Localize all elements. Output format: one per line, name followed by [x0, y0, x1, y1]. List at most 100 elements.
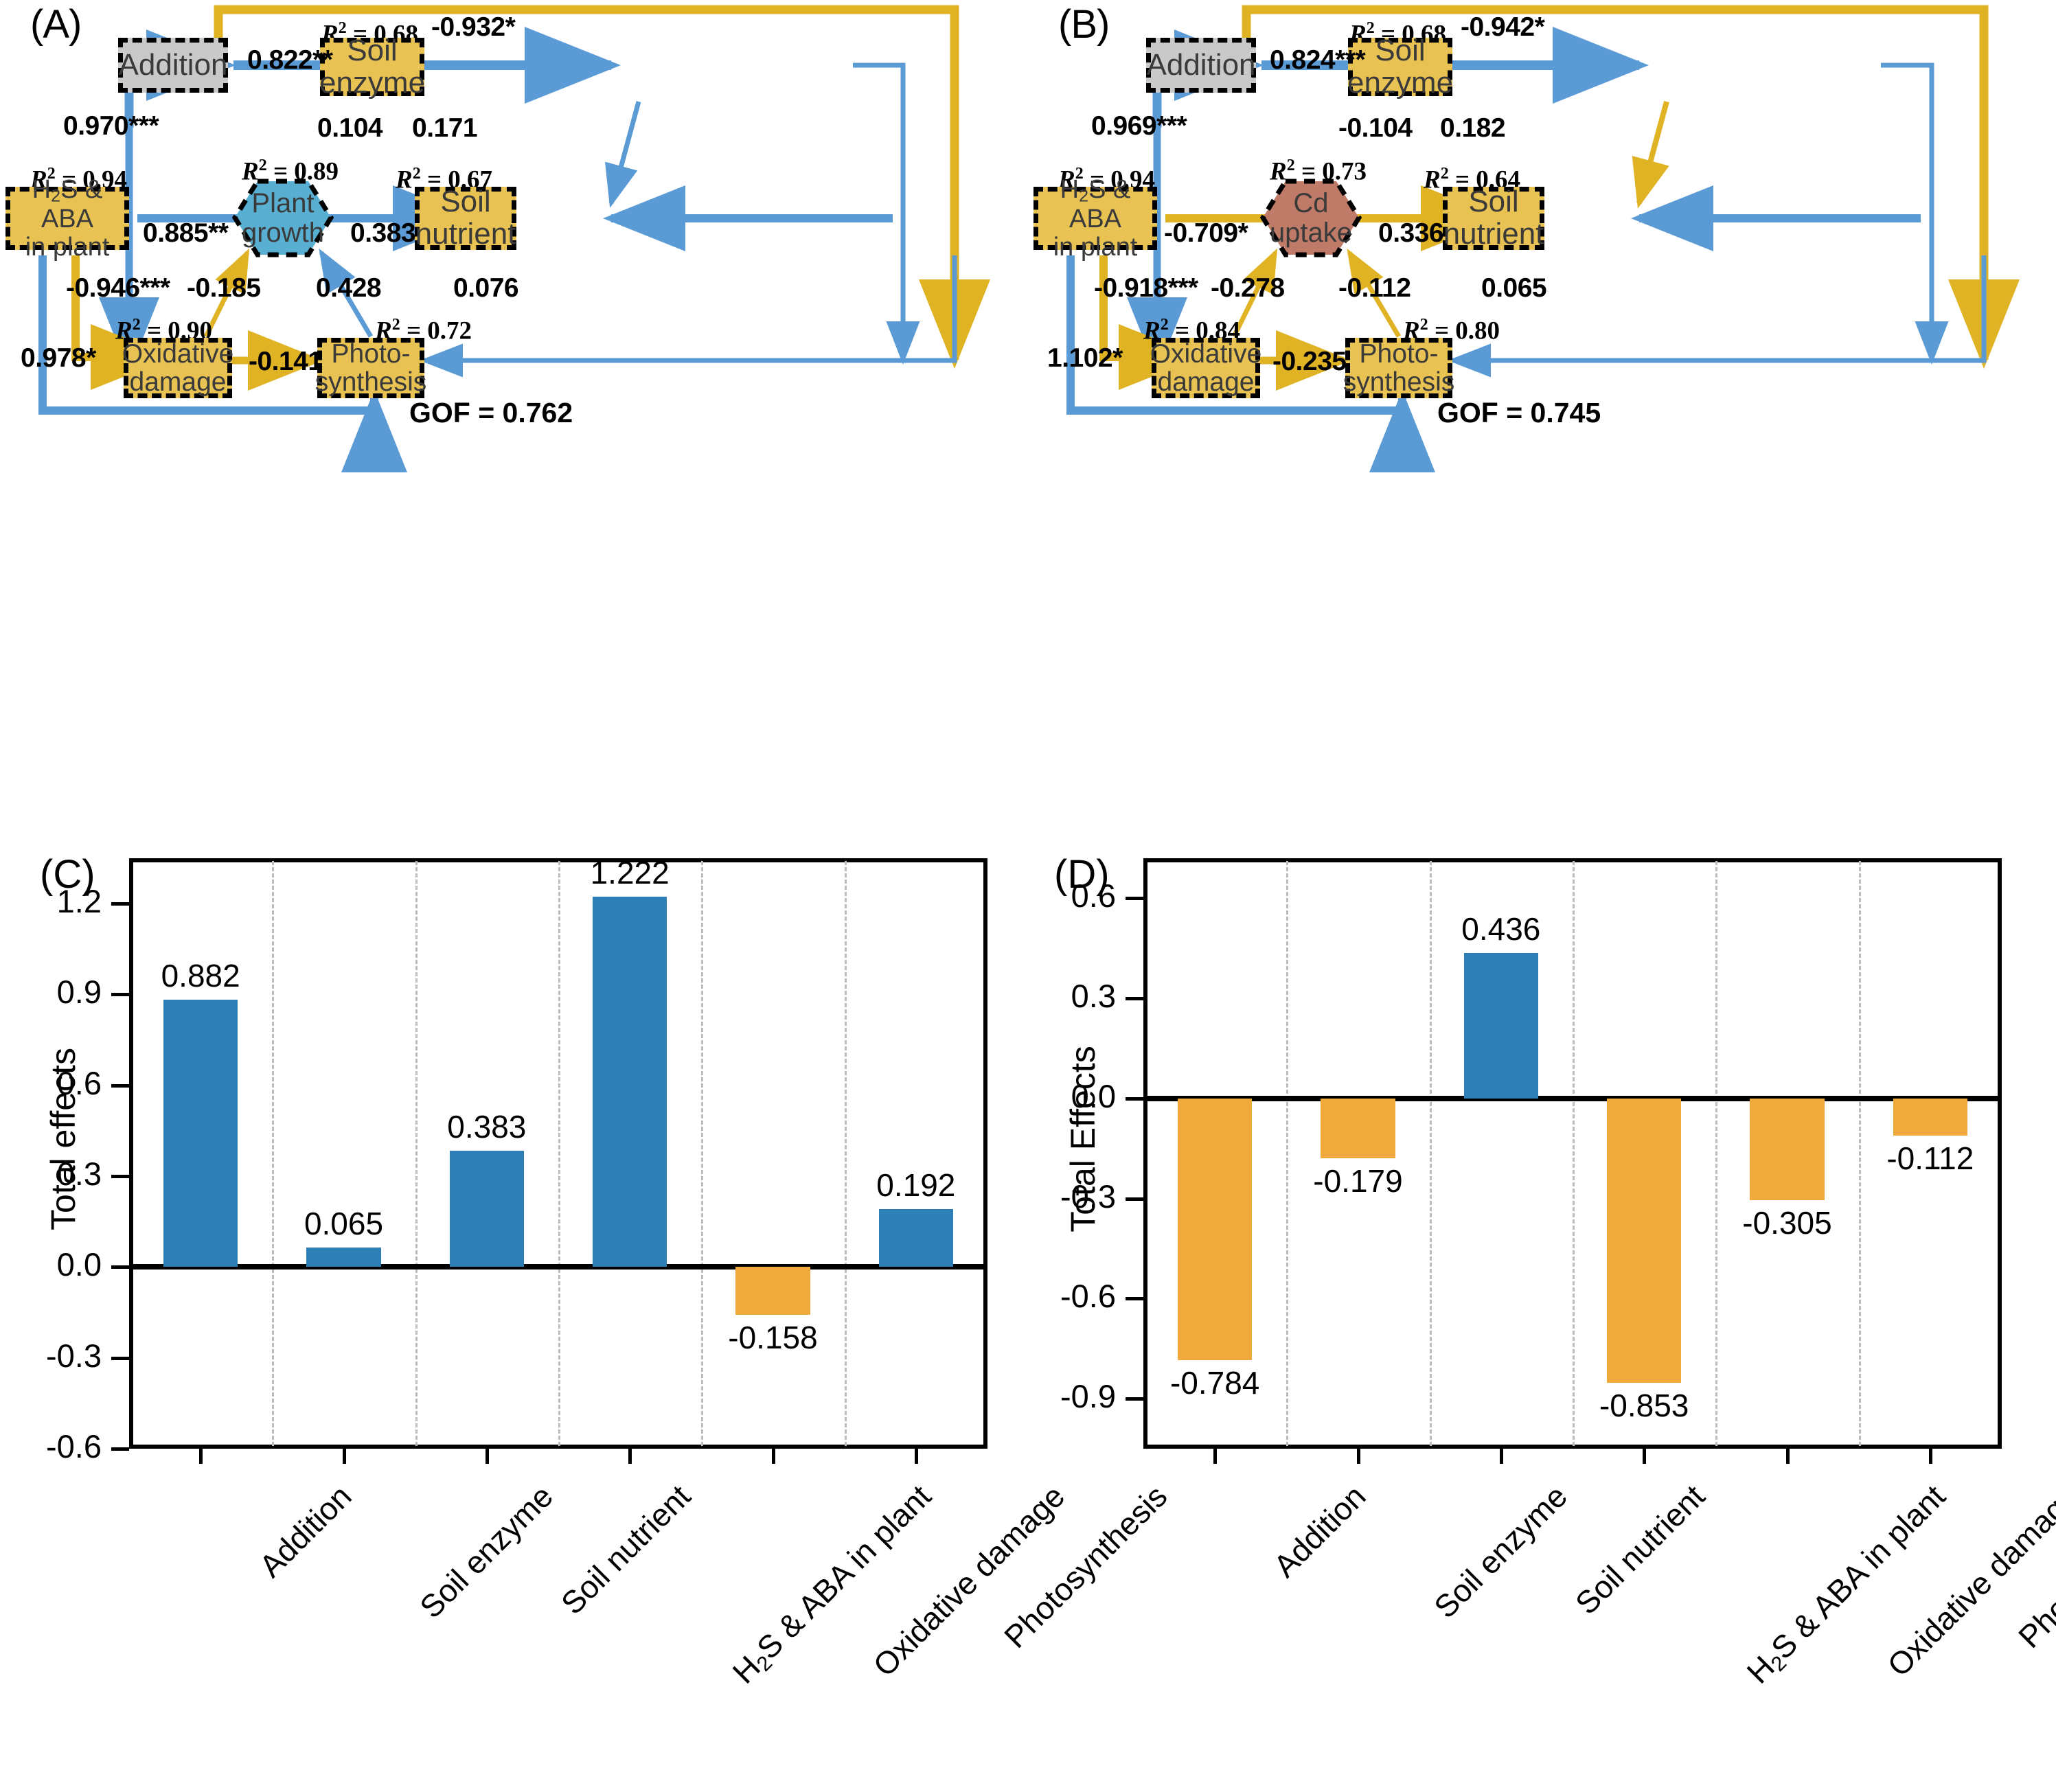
y-tick-label: 0.6	[1071, 877, 1116, 915]
bar[interactable]	[1607, 1098, 1682, 1383]
panel-b-letter: (B)	[1058, 2, 1110, 47]
panel-a-path-arrows	[38, 5, 990, 472]
coef-addition-to-h2s: 0.970***	[63, 111, 159, 141]
x-tick-mark	[1643, 1449, 1647, 1464]
coef-nutrient-to-photo: 0.065	[1481, 273, 1547, 303]
bar[interactable]	[1750, 1098, 1825, 1201]
coef-h2s-to-center: 0.885**	[143, 218, 229, 248]
gridline	[1286, 861, 1289, 1446]
y-tick-label: 0.3	[1071, 978, 1116, 1015]
coef-enzyme-to-nutrient: 0.182	[1440, 113, 1506, 143]
gridline	[1715, 861, 1718, 1446]
node-addition[interactable]: Addition	[118, 38, 228, 93]
y-tick-label: -0.6	[1060, 1278, 1116, 1315]
x-tick-label: Addition	[252, 1478, 358, 1585]
bar[interactable]	[1893, 1098, 1967, 1136]
panel-d-y-axis-label: Total Effects	[1064, 1046, 1102, 1232]
bar[interactable]	[593, 897, 667, 1267]
node-addition-label: Addition	[1146, 47, 1256, 82]
panel-c-y-axis-label: Total effects	[44, 1048, 82, 1230]
gridline	[272, 861, 275, 1446]
x-tick-mark	[1356, 1449, 1360, 1464]
x-tick-mark	[914, 1449, 918, 1464]
bar-value-label: -0.784	[1169, 1364, 1260, 1401]
y-tick-mark	[111, 902, 129, 906]
coef-h2s-to-center: -0.709*	[1164, 218, 1248, 248]
x-tick-label: Soil nutrient	[1568, 1478, 1712, 1622]
bar-value-label: 0.192	[876, 1167, 956, 1203]
y-tick-mark	[111, 1083, 129, 1088]
y-tick-label: -0.3	[46, 1337, 102, 1374]
coef-nutrient-to-center: 0.383	[350, 218, 416, 248]
gridline	[844, 861, 847, 1446]
bar[interactable]	[163, 1000, 238, 1267]
x-tick-mark	[1785, 1449, 1790, 1464]
panel-d-letter: (D)	[1054, 852, 1110, 897]
bar[interactable]	[878, 1208, 953, 1267]
node-addition[interactable]: Addition	[1146, 38, 1256, 93]
bar-value-label: -0.158	[728, 1320, 818, 1356]
bar[interactable]	[1178, 1098, 1253, 1360]
y-tick-label: 1.2	[56, 883, 102, 920]
y-tick-label: 0.0	[56, 1246, 102, 1283]
bar-value-label: 0.383	[447, 1109, 527, 1145]
coef-h2s-to-oxidative: -0.918***	[1094, 273, 1198, 303]
coef-oxidative-to-photo: -0.235	[1272, 347, 1347, 376]
node-photosynthesis[interactable]: Photo-synthesis	[315, 338, 427, 398]
x-tick-mark	[1213, 1449, 1218, 1464]
bar[interactable]	[735, 1267, 810, 1316]
bar[interactable]	[1463, 952, 1538, 1099]
y-tick-label: -0.3	[1060, 1178, 1116, 1215]
bar[interactable]	[1321, 1098, 1395, 1158]
bar[interactable]	[306, 1247, 381, 1267]
coef-nutrient-to-photo: 0.076	[453, 273, 519, 303]
bar-value-label: -0.179	[1313, 1162, 1403, 1199]
panel-a-letter: (A)	[30, 2, 82, 47]
coef-oxidative-to-center: -0.278	[1211, 273, 1285, 303]
y-tick-mark	[1126, 897, 1143, 901]
x-tick-mark	[771, 1449, 775, 1464]
x-tick-mark	[485, 1449, 489, 1464]
y-tick-mark	[111, 1175, 129, 1179]
y-tick-mark	[1126, 997, 1143, 1001]
gof-panel-a: GOF = 0.762	[409, 397, 573, 428]
y-tick-label: 0.6	[56, 1064, 102, 1101]
node-photosynthesis-label: Photo-synthesis	[315, 338, 427, 397]
coef-addition-to-nutrient: -0.942*	[1461, 12, 1545, 42]
y-tick-mark	[1126, 1397, 1143, 1401]
gridline	[1429, 861, 1432, 1446]
coef-h2s-to-photo: 1.102*	[1047, 343, 1123, 373]
y-tick-mark	[111, 1265, 129, 1270]
x-tick-label: Addition	[1266, 1478, 1373, 1585]
coef-addition-to-h2s: 0.969***	[1091, 111, 1187, 141]
y-tick-mark	[111, 1356, 129, 1360]
y-tick-label: 0.0	[1071, 1077, 1116, 1114]
y-tick-label: -0.9	[1060, 1378, 1116, 1415]
node-photosynthesis[interactable]: Photo-synthesis	[1343, 338, 1454, 398]
x-tick-mark	[199, 1449, 203, 1464]
bar[interactable]	[449, 1151, 524, 1267]
x-tick-mark	[1499, 1449, 1503, 1464]
coef-oxidative-to-photo: -0.141	[249, 347, 323, 376]
gridline	[558, 861, 560, 1446]
coef-enzyme-to-center: -0.104	[1338, 113, 1413, 143]
coef-h2s-to-oxidative: -0.946***	[66, 273, 170, 303]
coef-oxidative-to-center: -0.185	[187, 273, 261, 303]
